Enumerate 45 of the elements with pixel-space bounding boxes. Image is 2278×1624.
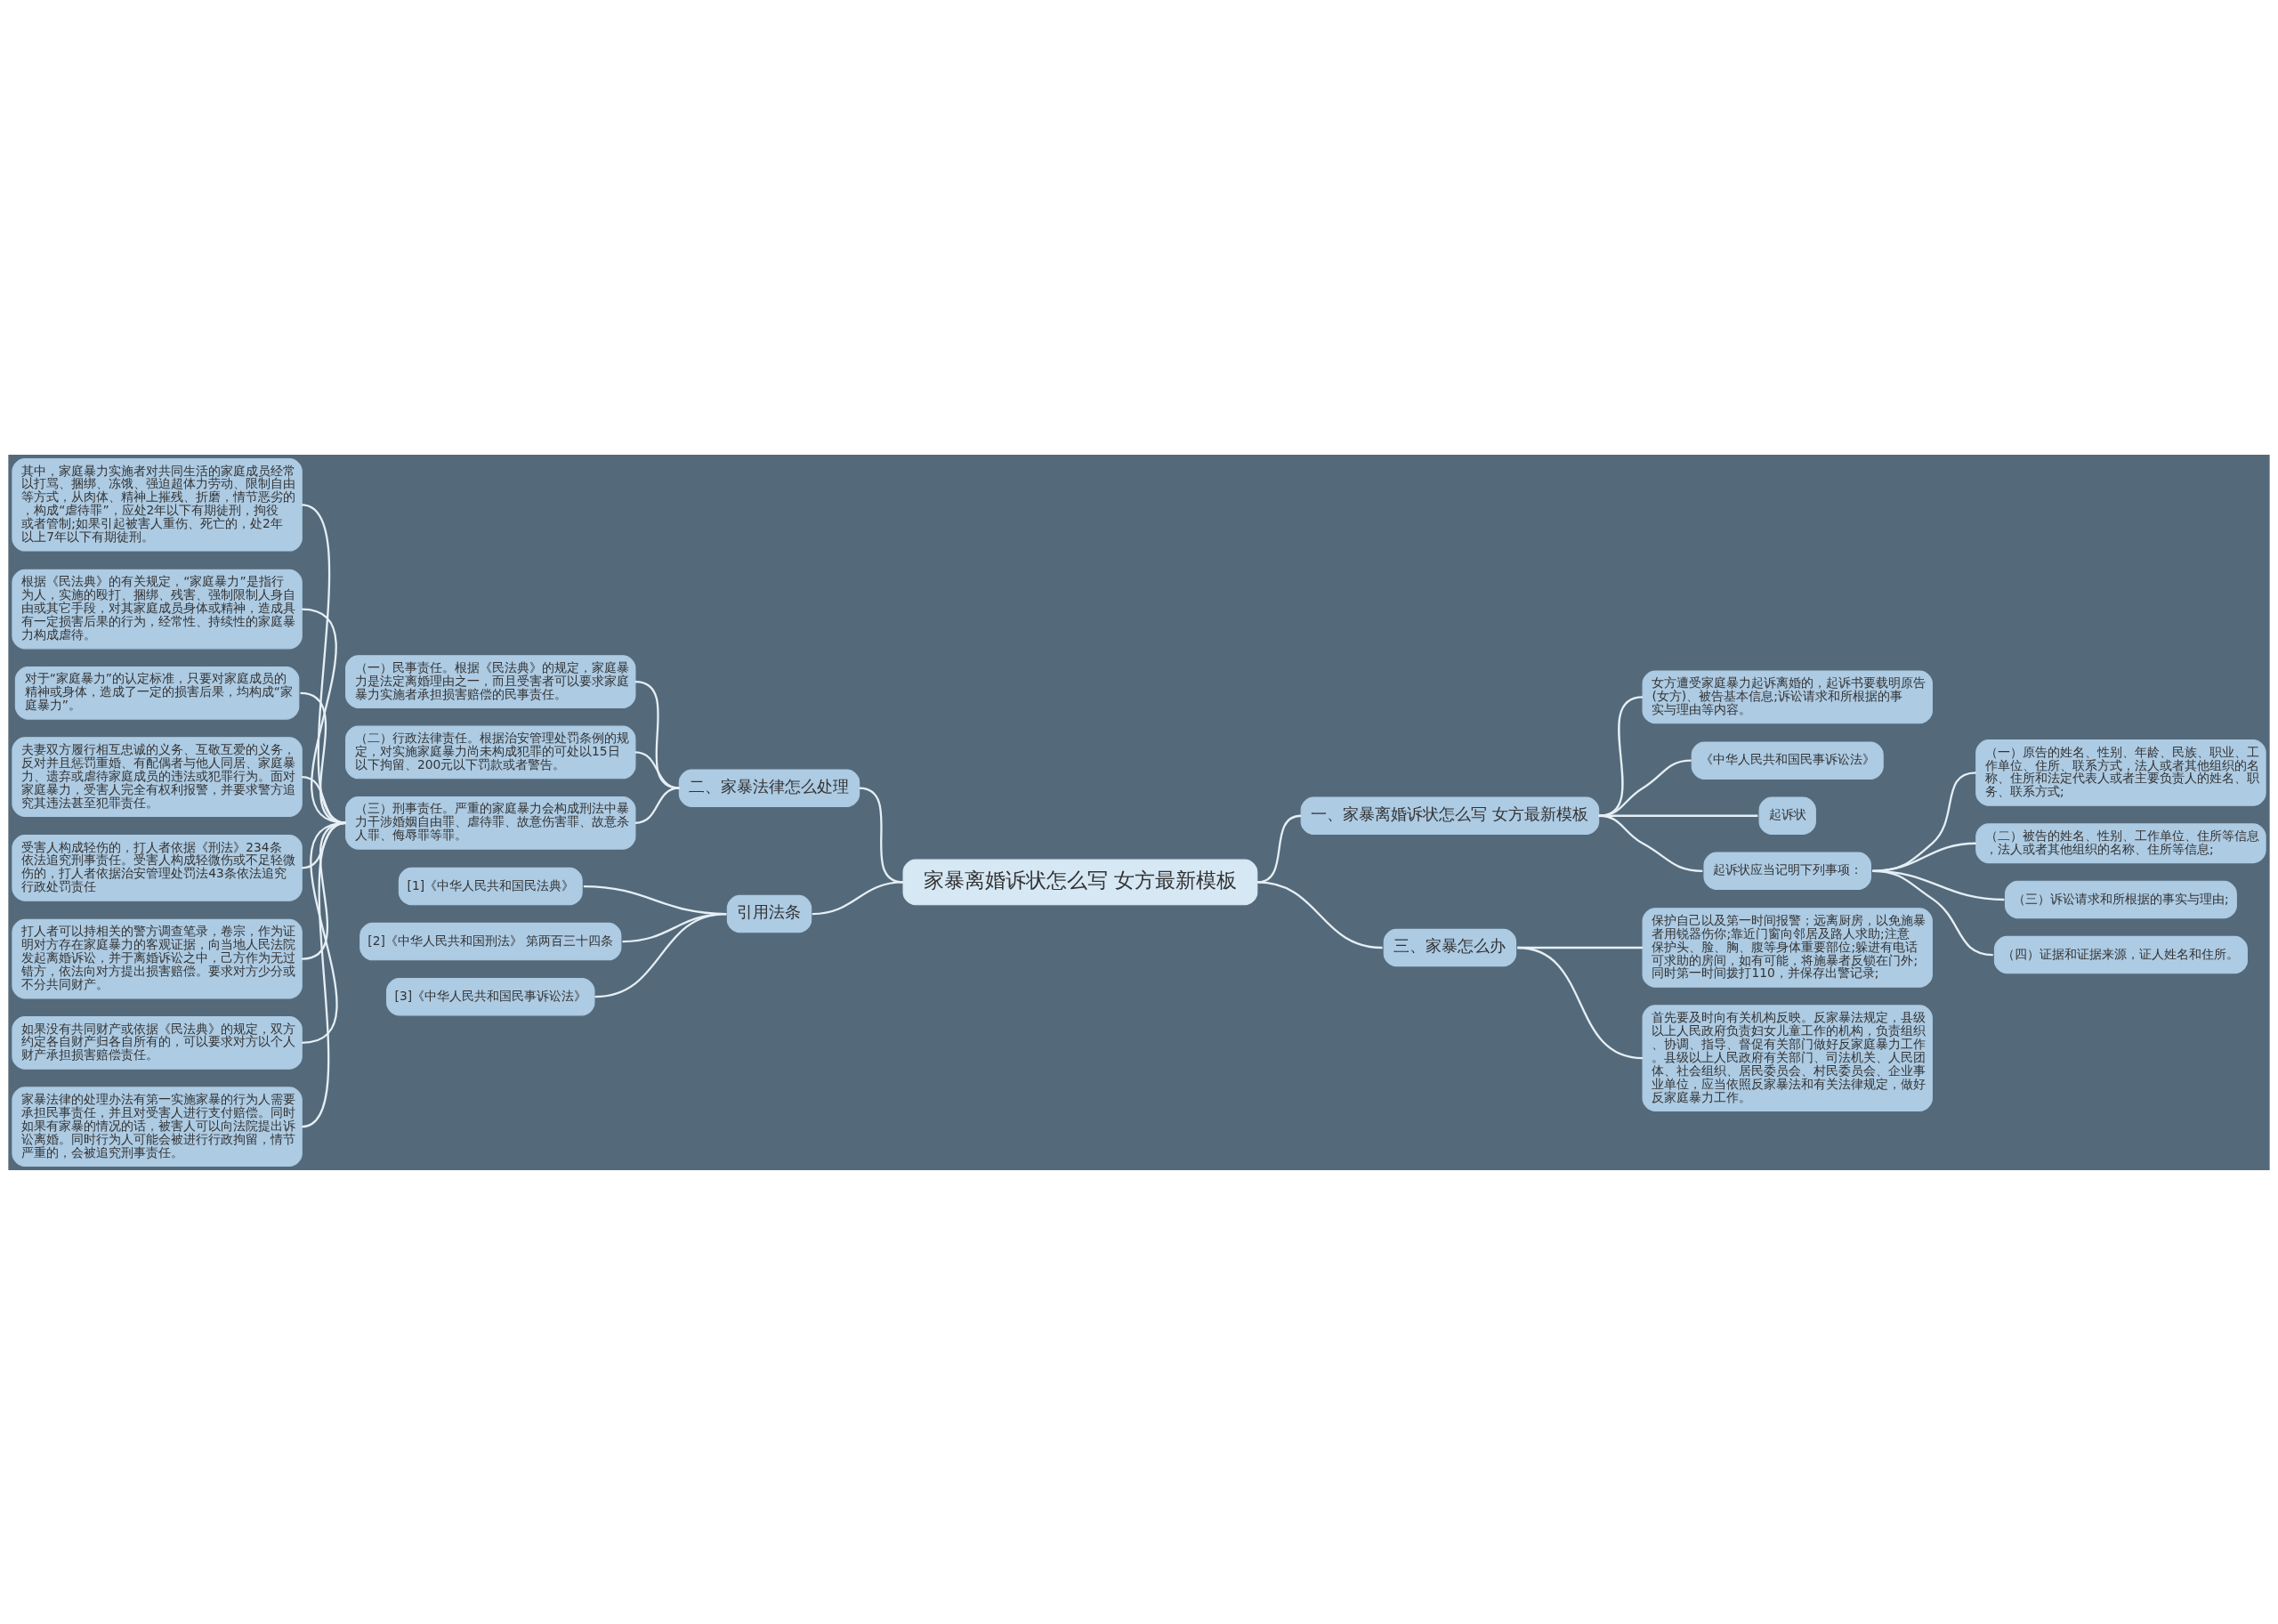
connector	[302, 775, 346, 824]
node-box: （三）刑事责任。严重的家庭暴力会构成刑法中暴力干涉婚姻自由罪、虐待罪、故意伤害罪、故意杀人罪、侮辱罪等罪。	[345, 796, 636, 850]
node-box: 保护自己以及第一时间报警；远离厨房，以免施暴者用锐器伤你;靠近门窗向邻居及路人求助;注意保护头、脸、胸、腹等身体重要部位;躲进有电话可求助的房间，如有可能，将施暴者反锁在门外;同时第一时间拨打110，并保存出警记录;	[1642, 907, 1933, 988]
node-box: 家暴离婚诉状怎么写 女方最新模板	[902, 859, 1258, 905]
node-box: 《中华人民共和国民事诉讼法》	[1691, 740, 1884, 780]
node-box: （四）证据和证据来源，证人姓名和住所。	[1993, 935, 2248, 974]
node-box: 首先要及时向有关机构反映。反家暴法规定，县级以上人民政府负责妇女儿童工作的机构，负责组织、协调、指导、督促有关部门做好反家庭暴力工作。县级以上人民政府有关部门、司法机关、人民团体、社会组织、居民委员会、村民委员会、企业事业单位，应当依照反家暴法和有关法律规定，做好反家庭暴力工作。	[1642, 1004, 1933, 1111]
connector	[1256, 880, 1383, 949]
connector	[1598, 814, 1703, 872]
node-box: （一）原告的姓名、性别、年龄、民族、职业、工作单位、住所、联系方式，法人或者其他组织的名称、住所和法定代表人或者主要负责人的姓名、职务、联系方式;	[1975, 739, 2266, 806]
node-box: （三）诉讼请求和所根据的事实与理由;	[2004, 880, 2237, 918]
connector	[1872, 869, 1993, 956]
node-box: 起诉状应当记明下列事项：	[1703, 852, 1871, 890]
node-box: 打人者可以持相关的警方调查笔录，卷宗，作为证明对方存在家庭暴力的客观证据，向当地人民法院发起离婚诉讼，并于离婚诉讼之中，己方作为无过错方，依法向对方提出损害赔偿。要求对方少分或不分共同财产。	[12, 918, 303, 998]
connector	[1872, 771, 1976, 872]
node-box: （二）被告的姓名、性别、工作单位、住所等信息，法人或者其他组织的名称、住所等信息;	[1975, 822, 2266, 863]
connector	[634, 750, 680, 789]
connector	[301, 607, 346, 824]
node-box: [2]《中华人民共和国刑法》 第两百三十四条	[359, 922, 622, 960]
node-box: [1]《中华人民共和国民法典》	[398, 867, 583, 905]
node-box: 受害人构成轻伤的，打人者依据《刑法》234条依法追究刑事责任。受害人构成轻微伤或不足轻微伤的，打人者依据治安管理处罚法43条依法追究行政处罚责任	[12, 834, 303, 901]
node-box: [3]《中华人民共和国民事诉讼法》	[386, 977, 595, 1015]
connector	[300, 691, 346, 824]
node-box: 根据《民法典》的有关规定，“家庭暴力”是指行为人，实施的殴打、捆绑、残害、强制限制人身自由或其它手段，对其家庭成员身体或精神，造成具有一定损害后果的行为，经常性、持续性的家庭暴力构成虐待。	[12, 569, 303, 649]
node-box: 夫妻双方履行相互忠诚的义务、互敬互爱的义务，反对并且惩罚重婚、有配偶者与他人同居、家庭暴力、遗弃或虐待家庭成员的违法或犯罪行为。面对家庭暴力，受害人完全有权利报警，并要求警方追究其违法甚至犯罪责任。	[12, 736, 303, 817]
connector	[634, 787, 680, 824]
node-box: 女方遭受家庭暴力起诉离婚的，起诉书要载明原告(女方)、被告基本信息;诉讼请求和所根据的事实与理由等内容。	[1642, 670, 1933, 723]
connector	[301, 821, 347, 1127]
connector	[594, 912, 727, 998]
node-box: 其中，家庭暴力实施者对共同生活的家庭成员经常以打骂、捆绑、冻饿、强迫超体力劳动、限制自由等方式，从肉体、精神上摧残、折磨，情节恶劣的，构成“虐待罪”，应处2年以下有期徒刑，拘役或者管制;如果引起被害人重伤、死亡的，处2年以上7年以下有期徒刑。	[12, 457, 303, 552]
connector	[1598, 759, 1692, 817]
connector	[812, 880, 904, 915]
node-box: 引用法条	[726, 894, 812, 933]
connector	[301, 503, 347, 824]
node-box: 起诉状	[1758, 796, 1816, 835]
node-box: 如果没有共同财产或依据《民法典》的规定，双方约定各自财产归各自所有的，可以要求对方以个人财产承担损害赔偿责任。	[12, 1015, 303, 1070]
node-box: 家暴法律的处理办法有第一实施家暴的行为人需要承担民事责任，并且对受害人进行支付赔偿。同时如果有家暴的情况的话，被害人可以向法院提出诉讼离婚。同时行为人可能会被进行行政拘留，情节严重的，会被追究刑事责任。	[12, 1086, 303, 1167]
connector	[634, 680, 680, 789]
node-box: 对于“家庭暴力”的认定标准，只要对家庭成员的精神或身体，造成了一定的损害后果，均构成“家庭暴力”。	[14, 666, 300, 720]
node-box: （一）民事责任。根据《民法典》的规定，家庭暴力是法定离婚理由之一，而且受害者可以要求家庭暴力实施者承担损害赔偿的民事责任。	[345, 654, 636, 708]
node-box: 二、家暴法律怎么处理	[678, 768, 860, 807]
connector	[1517, 946, 1644, 1059]
node-box: 一、家暴离婚诉状怎么写 女方最新模板	[1300, 796, 1600, 835]
node-box: 三、家暴怎么办	[1383, 928, 1517, 966]
node-box: （二）行政法律责任。根据治安管理处罚条例的规定，对实施家庭暴力尚未构成犯罪的可处以15日以下拘留、200元以下罚款或者警告。	[345, 725, 636, 779]
